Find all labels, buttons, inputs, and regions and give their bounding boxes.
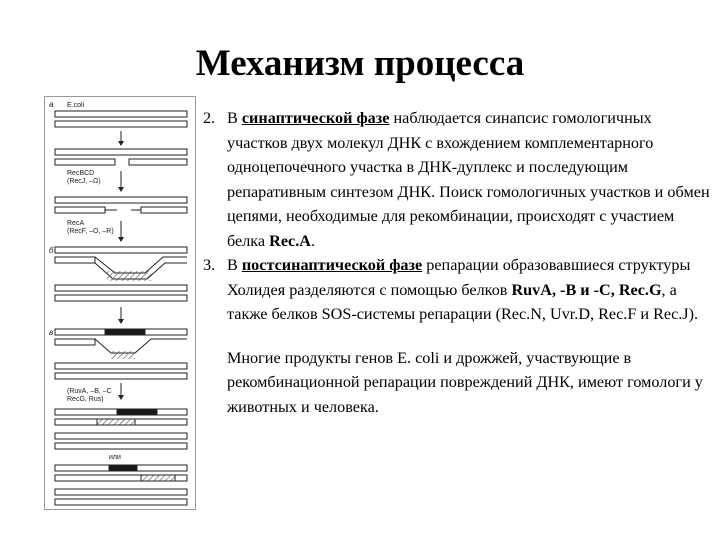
- ecoli-label: E.coli: [67, 102, 85, 109]
- recombination-diagram-svg: а E.coli RecBCD (RecJ, –Ω) RecA (RecF, –…: [49, 100, 188, 506]
- list-item-2: 2. В синаптической фазе наблюдается сина…: [203, 106, 715, 253]
- resolution-product-1: [54, 408, 188, 450]
- ruv-proteins: RuvA, -B и -C, Rec.G: [511, 280, 662, 299]
- list-number: 3.: [203, 256, 216, 274]
- item3-text: репарации образовавшиеся структуры Холид…: [227, 256, 691, 299]
- reca-sub-label: (RecF, –O, –R): [67, 228, 114, 235]
- recbcd-sub-label: (RecJ, –Ω): [67, 178, 101, 185]
- strand-invasion: [54, 246, 188, 302]
- panel-a-label: а: [49, 100, 54, 109]
- reca-protein: Rec.A: [269, 231, 311, 250]
- item2-pre: В: [227, 109, 242, 127]
- duplex-resected: [54, 196, 188, 214]
- resolution-product-2: [54, 464, 188, 506]
- holliday-junction: [54, 328, 188, 380]
- recbcd-label: RecBCD: [67, 170, 94, 177]
- or-label: или: [109, 454, 121, 461]
- arrow-1-head: [118, 141, 124, 146]
- panel-b-label: б: [49, 246, 54, 255]
- item2-text: наблюдается синапсис гомологичных участк…: [227, 109, 710, 250]
- list-number: 2.: [203, 109, 216, 127]
- item2-end: .: [310, 231, 315, 250]
- ruva-label: (RuvA, –B, –C: [67, 388, 112, 395]
- item3-pre: В: [227, 256, 242, 274]
- recombination-diagram: а E.coli RecBCD (RecJ, –Ω) RecA (RecF, –…: [44, 96, 196, 510]
- reca-label: RecA: [67, 220, 84, 227]
- duplex-top-1: [54, 110, 188, 128]
- arrow-3-head: [118, 237, 124, 242]
- item3-end: , а также белков SOS-системы репарации (…: [227, 280, 699, 324]
- arrow-4-head: [118, 319, 124, 324]
- list-item-3: 3. В постсинаптической фазе репарации об…: [203, 253, 715, 327]
- arrow-2-head: [118, 187, 124, 192]
- duplex-break: [54, 148, 188, 166]
- slide-body: 2. В синаптической фазе наблюдается сина…: [203, 106, 715, 419]
- panel-c-label: в: [49, 328, 53, 337]
- synaptic-phase-term: синаптической фазе: [241, 109, 390, 127]
- ruva-sub-label: RecG, Rus): [67, 396, 104, 403]
- slide-title: Механизм процесса: [195, 43, 525, 84]
- homologs-paragraph: Многие продукты генов E. coli и дрожжей,…: [227, 348, 703, 416]
- arrow-5-head: [118, 395, 124, 400]
- postsynaptic-phase-term: постсинаптической фазе: [241, 256, 423, 274]
